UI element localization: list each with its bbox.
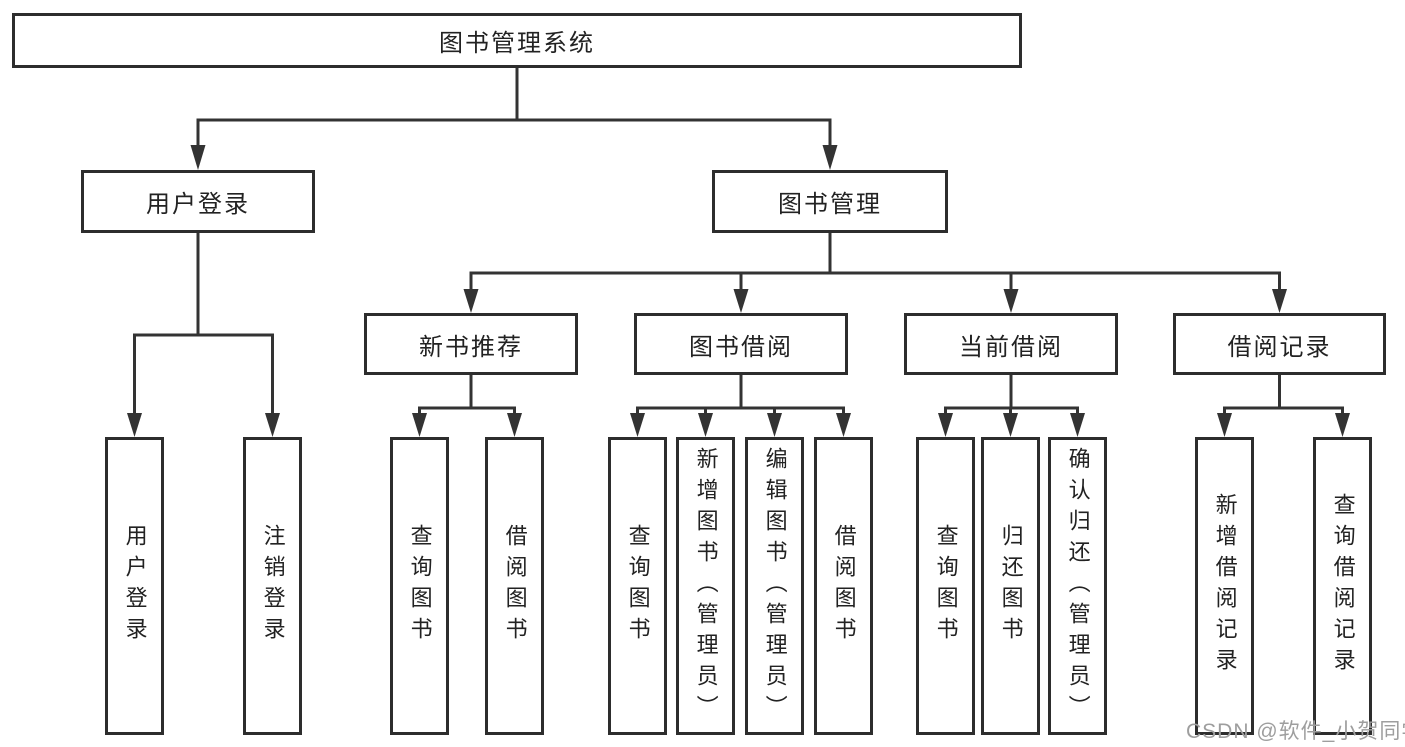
node-label: 新增借阅记录 [1212, 493, 1238, 679]
node-borrow-record: 借阅记录 [1173, 313, 1386, 375]
node-user-logout: 注销登录 [243, 437, 302, 735]
node-label: 图书管理 [778, 191, 882, 218]
node-new-book-recommend: 新书推荐 [364, 313, 578, 375]
node-label: 新增图书（管理员） [693, 446, 719, 726]
node-label: 图书管理系统 [439, 30, 595, 57]
node-label: 图书借阅 [689, 333, 793, 361]
node-label: 借阅图书 [831, 524, 857, 648]
node-borrow-add-book-admin: 新增图书（管理员） [676, 437, 735, 735]
node-label: 归还图书 [998, 524, 1024, 648]
node-label: 注销登录 [260, 524, 286, 648]
node-recommend-borrow-book: 借阅图书 [485, 437, 544, 735]
node-current-return-book: 归还图书 [981, 437, 1040, 735]
node-borrow-query-book: 查询图书 [608, 437, 667, 735]
node-label: 用户登录 [146, 191, 250, 218]
node-record-query-borrow-record: 查询借阅记录 [1313, 437, 1372, 735]
watermark: CSDN @软件_小贺同学 [1186, 720, 1405, 743]
node-label: 编辑图书（管理员） [762, 446, 788, 726]
node-label: 查询图书 [407, 524, 433, 648]
node-label: 查询图书 [933, 524, 959, 648]
node-borrow-borrow-book: 借阅图书 [814, 437, 873, 735]
node-current-query-book: 查询图书 [916, 437, 975, 735]
node-label: 借阅图书 [502, 524, 528, 648]
node-label: 用户登录 [122, 524, 148, 648]
node-current-borrow: 当前借阅 [904, 313, 1118, 375]
node-user-login: 用户登录 [81, 170, 315, 233]
node-label: 确认归还（管理员） [1065, 446, 1091, 726]
node-book-borrow: 图书借阅 [634, 313, 848, 375]
node-user-login-action: 用户登录 [105, 437, 164, 735]
node-book-management: 图书管理 [712, 170, 948, 233]
node-current-confirm-return-admin: 确认归还（管理员） [1048, 437, 1107, 735]
arrowheads [127, 145, 1350, 437]
node-recommend-query-book: 查询图书 [390, 437, 449, 735]
node-label: 借阅记录 [1227, 333, 1332, 361]
node-label: 新书推荐 [419, 333, 523, 361]
node-borrow-edit-book-admin: 编辑图书（管理员） [745, 437, 804, 735]
node-label: 当前借阅 [959, 333, 1063, 361]
node-library-system: 图书管理系统 [12, 13, 1022, 68]
node-label: 查询图书 [625, 524, 651, 648]
node-record-add-borrow-record: 新增借阅记录 [1195, 437, 1254, 735]
node-label: 查询借阅记录 [1330, 493, 1356, 679]
